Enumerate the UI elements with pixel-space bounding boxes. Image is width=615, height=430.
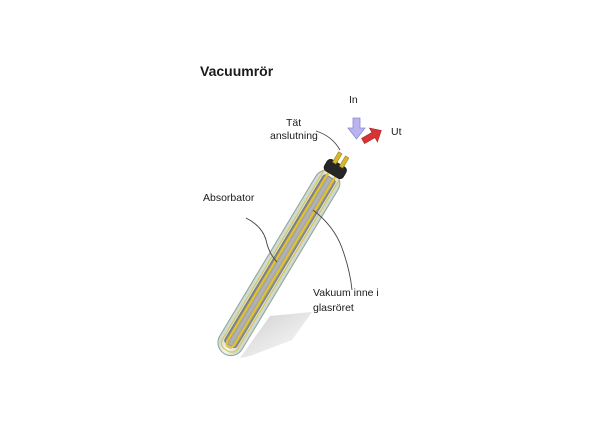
heat-pipe	[225, 164, 341, 349]
outlet-arrow-icon	[361, 127, 382, 145]
vacuum-leader-line	[312, 209, 353, 291]
tube-shadow	[240, 312, 312, 358]
label-seal-line2: anslutning	[270, 130, 318, 142]
label-vacuum-line1: Vakuum inne i	[313, 287, 379, 299]
diagram-title: Vacuumrör	[200, 63, 274, 79]
inlet-arrow-icon	[347, 117, 366, 140]
label-seal-line1: Tät	[286, 117, 302, 129]
label-absorber: Absorbator	[203, 192, 255, 204]
pipe-end-out	[338, 155, 350, 169]
seal-leader-line	[315, 130, 341, 151]
absorber-plate	[224, 174, 336, 348]
label-in: In	[349, 94, 358, 106]
label-out: Ut	[391, 126, 402, 138]
sealed-cap	[323, 158, 347, 180]
label-vacuum-line2: glasröret	[313, 302, 354, 314]
pipe-end-in	[332, 151, 343, 165]
absorber-leader-line	[245, 217, 278, 263]
